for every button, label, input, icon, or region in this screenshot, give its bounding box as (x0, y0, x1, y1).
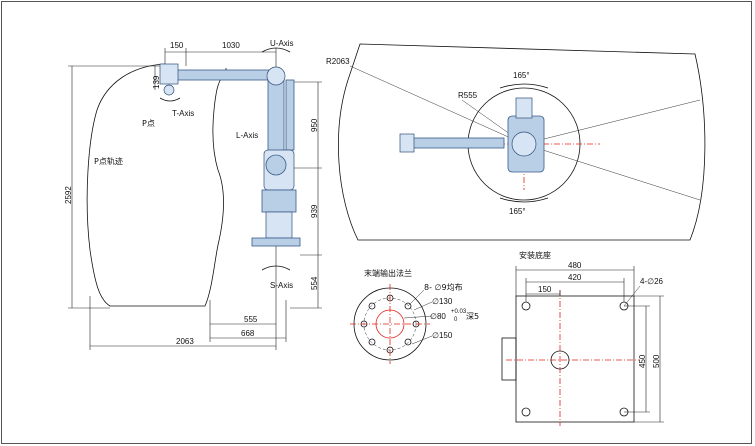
dim-939: 939 (310, 204, 319, 218)
dim-r555: R555 (458, 91, 478, 100)
upper-arm (167, 69, 279, 81)
flange-depth-label: 深5 (466, 312, 479, 321)
r2063-leader (349, 65, 525, 145)
angle-arc-bottom (499, 197, 549, 203)
flange-d80-label: ∅80 (430, 312, 446, 321)
base-plate (251, 237, 301, 247)
base-hole (521, 407, 531, 417)
wrist-top (399, 133, 415, 153)
leader (411, 335, 433, 345)
s-axis-arrow (261, 265, 291, 271)
dim-480: 480 (568, 261, 582, 270)
leader (413, 301, 433, 311)
base-hole (521, 301, 531, 311)
label-p-track: P点轨迹 (94, 156, 123, 166)
base-outline (515, 295, 635, 423)
dim-555: 555 (244, 315, 258, 324)
l-joint (265, 154, 287, 176)
dim-150-top: 150 (170, 41, 184, 50)
label-p-point: P点 (142, 119, 155, 128)
dim-1030: 1030 (222, 41, 240, 50)
balancer (285, 79, 295, 151)
base-column (265, 211, 293, 239)
base-view: 安装底座 480 420 150 4-∅26 450 500 (501, 250, 664, 426)
dim-950: 950 (310, 118, 319, 132)
dim-150-base: 150 (538, 285, 552, 294)
side-view: 150 1030 139 2592 950 939 554 555 668 20… (64, 39, 322, 350)
flange-tol-upper: +0.03 (451, 309, 467, 315)
turret (261, 189, 297, 213)
bolt-hole (404, 302, 412, 310)
u-axis-arrow (261, 47, 291, 53)
dim-450: 450 (638, 354, 647, 368)
bolt-hole (368, 302, 376, 310)
label-s-axis: S-Axis (270, 281, 293, 290)
dim-554: 554 (310, 276, 319, 290)
dim-2592: 2592 (64, 186, 73, 204)
workspace-sector (338, 43, 706, 241)
bolt-hole (404, 338, 412, 346)
angle-165-bottom: 165° (509, 207, 526, 216)
p-point-trajectory (86, 63, 227, 307)
base-holes-label: 4-∅26 (640, 277, 664, 286)
flange-d150-label: ∅150 (432, 331, 453, 340)
label-l-axis: L-Axis (236, 131, 258, 140)
joint-top (511, 131, 537, 157)
dim-668: 668 (241, 329, 255, 338)
dim-2063: 2063 (176, 337, 194, 346)
flange-d130-label: ∅130 (432, 297, 453, 306)
dim-420: 420 (568, 273, 582, 282)
base-tab (501, 337, 517, 381)
angle-165-top: 165° (513, 71, 530, 80)
bolt-hole (368, 338, 376, 346)
flange-tol-lower: 0 (454, 317, 458, 323)
leader (407, 289, 425, 307)
u-joint (266, 66, 286, 86)
dim-r2063: R2063 (326, 57, 350, 66)
flange-view: 末端输出法兰 8- ∅9均布 ∅130 ∅80 +0.03 0 深5 ∅150 (350, 268, 479, 364)
angle-line (523, 99, 701, 145)
label-t-axis: T-Axis (172, 109, 194, 118)
motor-top (515, 97, 533, 119)
flange-holes-label: 8- ∅9均布 (424, 282, 463, 292)
end-effector (163, 84, 175, 96)
leader (623, 285, 641, 307)
base-title: 安装底座 (519, 250, 551, 260)
angle-line (523, 143, 701, 201)
flange-title: 末端输出法兰 (364, 268, 412, 278)
angle-arc-top (499, 83, 549, 89)
leader (403, 315, 433, 319)
wrist (159, 63, 179, 85)
t-axis-arrow (159, 97, 181, 102)
label-u-axis: U-Axis (270, 39, 294, 48)
arm-top (403, 137, 505, 149)
dim-139: 139 (152, 75, 161, 89)
dim-500: 500 (652, 354, 661, 368)
top-view: R2063 R555 165° 165° (326, 43, 706, 241)
